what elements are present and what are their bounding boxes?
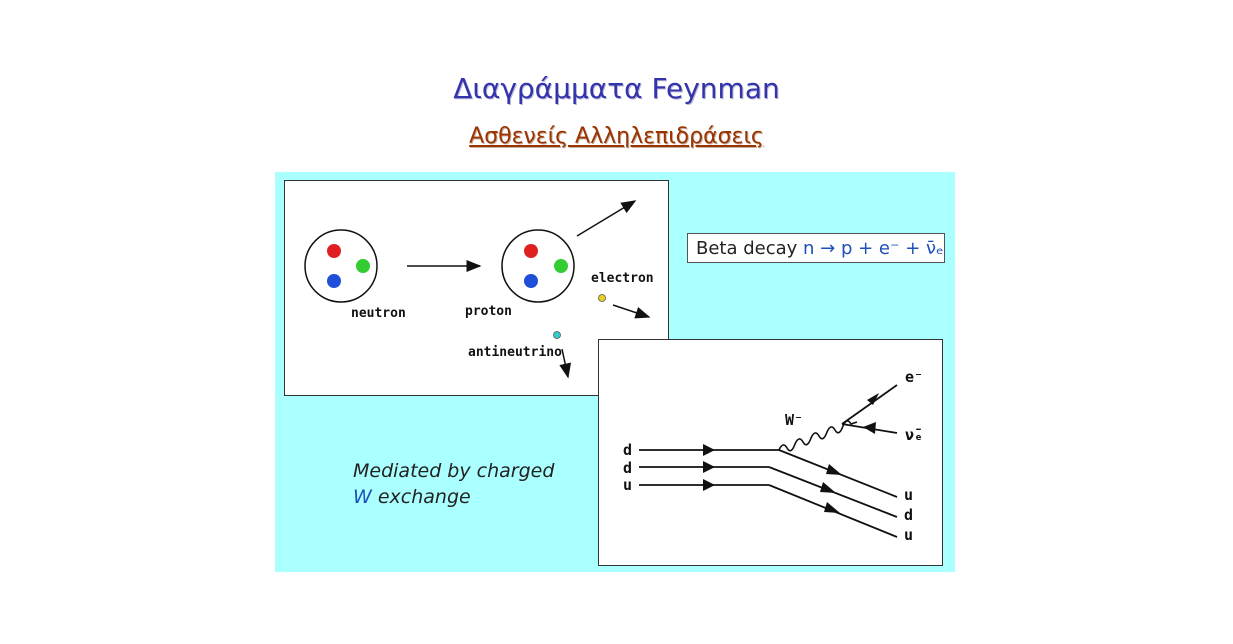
feynman-diagram: W⁻ e⁻ ν̄ₑ d d u u d u [598,339,943,566]
out-quark-1: u [904,486,913,504]
neutron-label: neutron [351,306,406,321]
proton-quark-green [554,259,568,273]
quark-arrow-out-3 [824,502,840,513]
caption-w: W [353,486,372,508]
caption-line1: Mediated by charged [353,460,555,482]
proton-quark-red [524,244,538,258]
w-boson-label: W⁻ [785,411,803,429]
caption: Mediated by charged W exchange [353,458,554,510]
neutron-quark-blue [327,274,341,288]
antineutrino-arrow-head [863,422,876,434]
in-quark-1: d [623,441,632,459]
electron-arrow-head [867,393,879,405]
w-boson-propagator [778,420,858,452]
proton-circle [501,229,575,303]
out-quark-2: d [904,506,913,524]
quark-arrow-out-1 [826,464,842,475]
equation-label: Beta decay [696,238,798,259]
electron-dot [598,294,606,302]
slide-panel: neutron proton electron antineutrino Bet… [275,172,955,572]
proton-label: proton [465,304,512,319]
antineutrino-label: antineutrino [468,345,562,360]
antineutrino-arrow [559,348,572,379]
in-quark-3: u [623,476,632,494]
proton-recoil-arrow [576,200,637,237]
electron-arrow [612,304,651,319]
beta-decay-illustration: neutron proton electron antineutrino [284,180,669,396]
page-title: Διαγράμματα Feynman [453,72,780,105]
quark-arrow-out-2 [820,482,836,493]
antineutrino-dot [553,331,561,339]
quark-arrow-in-1 [703,444,715,456]
equation-reaction: n → p + e⁻ + ν̄ₑ [803,238,944,259]
caption-exchange: exchange [371,486,471,508]
proton-quark-blue [524,274,538,288]
electron-label: electron [591,271,654,286]
feynman-antineutrino-label: ν̄ₑ [905,426,923,444]
neutron-quark-green [356,259,370,273]
electron-line [841,384,898,425]
quark-arrow-in-2 [703,461,715,473]
quark-arrow-in-3 [703,479,715,491]
neutron-circle [304,229,378,303]
feynman-electron-label: e⁻ [905,368,923,386]
neutron-quark-red [327,244,341,258]
page-subtitle: Ασθενείς Αλληλεπιδράσεις [469,124,764,149]
beta-decay-equation: Beta decay n → p + e⁻ + ν̄ₑ [687,233,945,263]
out-quark-3: u [904,526,913,544]
in-quark-2: d [623,459,632,477]
caption-line2: W exchange [353,484,554,510]
